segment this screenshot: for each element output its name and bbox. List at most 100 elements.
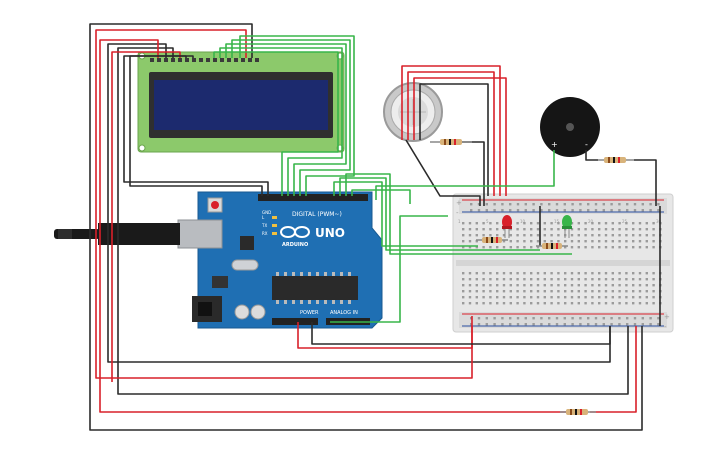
breadboard-hole [591, 222, 594, 225]
breadboard-hole [611, 228, 614, 231]
wire-red [407, 71, 495, 196]
breadboard-hole [625, 278, 628, 281]
breadboard-hole [598, 290, 601, 293]
breadboard-hole [584, 240, 587, 243]
breadboard-hole [550, 222, 553, 225]
breadboard-hole [475, 272, 478, 275]
breadboard-hole [523, 296, 526, 299]
breadboard-hole [468, 278, 472, 281]
breadboard-hole [475, 222, 478, 225]
breadboard-hole [475, 290, 478, 293]
breadboard-hole [598, 246, 601, 249]
breadboard-hole [625, 290, 628, 293]
breadboard-hole [502, 302, 506, 305]
breadboard-hole [564, 284, 567, 287]
rail-hole [626, 323, 629, 326]
breadboard-hole [638, 228, 642, 231]
breadboard-hole [482, 234, 485, 237]
resistor-sensor[interactable] [430, 139, 472, 145]
wire-green [330, 215, 448, 323]
column-number: 20 [588, 219, 594, 224]
column-number: 10 [520, 219, 526, 224]
breadboard-hole [489, 228, 492, 231]
gas-sensor[interactable] [383, 82, 443, 142]
breadboard-hole [468, 240, 472, 243]
rail-hole [501, 317, 504, 320]
resistor-buzzer[interactable] [598, 157, 634, 163]
breadboard[interactable]: + - + - 1 5 10 15 20 25 30 [452, 193, 674, 333]
arduino-uno-board[interactable]: DIGITAL (PWM~) POWER ANALOG IN AREF GND … [177, 186, 383, 329]
rail-hole [509, 323, 512, 326]
rail-hole [626, 317, 629, 320]
breadboard-hole [577, 296, 580, 299]
breadboard-hole [489, 302, 492, 305]
piezo-buzzer[interactable]: + - [540, 97, 600, 157]
breadboard-hole [625, 296, 628, 299]
breadboard-hole [550, 228, 553, 231]
usb-cable[interactable] [54, 223, 180, 245]
breadboard-hole [584, 296, 587, 299]
breadboard-hole [489, 290, 492, 293]
breadboard-hole [496, 246, 499, 249]
breadboard-hole [598, 228, 601, 231]
breadboard-hole [604, 228, 608, 231]
breadboard-hole [468, 234, 472, 237]
breadboard-hole [516, 246, 519, 249]
rail-hole [509, 209, 512, 212]
led-label-l: L [262, 215, 265, 220]
breadboard-hole [530, 272, 533, 275]
rail-hole [555, 317, 559, 320]
breadboard-hole [591, 240, 594, 243]
rail-hole [493, 317, 496, 320]
rail-hole [501, 323, 504, 326]
rail-hole [516, 209, 520, 212]
lcd-module[interactable] [137, 51, 345, 153]
breadboard-hole [598, 284, 601, 287]
wire-black [405, 139, 481, 206]
breadboard-hole [496, 284, 499, 287]
breadboard-hole [550, 240, 553, 243]
rail-hole [477, 209, 481, 212]
breadboard-hole [536, 284, 540, 287]
resistor-bottom[interactable] [560, 409, 596, 415]
breadboard-hole [530, 302, 533, 305]
breadboard-hole [523, 222, 526, 225]
breadboard-hole [598, 240, 601, 243]
breadboard-hole [604, 296, 608, 299]
rail-hole [477, 203, 481, 206]
green-led[interactable] [562, 215, 572, 238]
rail-hole [602, 323, 605, 326]
breadboard-hole [584, 222, 587, 225]
breadboard-hole [496, 296, 499, 299]
breadboard-hole [618, 284, 621, 287]
breadboard-hole [584, 228, 587, 231]
breadboard-hole [591, 302, 594, 305]
breadboard-hole [604, 234, 608, 237]
breadboard-hole [604, 246, 608, 249]
rail-hole [493, 323, 496, 326]
breadboard-hole [462, 246, 465, 249]
breadboard-hole [564, 246, 567, 249]
rail-hole [579, 209, 582, 212]
breadboard-hole [550, 302, 553, 305]
rail-hole [579, 323, 582, 326]
breadboard-hole [611, 272, 614, 275]
breadboard-hole [557, 290, 560, 293]
breadboard-hole [564, 290, 567, 293]
breadboard-hole [632, 234, 635, 237]
resistor-red-led[interactable] [476, 237, 508, 243]
rail-hole [509, 203, 512, 206]
breadboard-hole [618, 246, 621, 249]
rail-hole [548, 323, 551, 326]
breadboard-hole [462, 296, 465, 299]
breadboard-hole [482, 228, 485, 231]
breadboard-hole [502, 228, 506, 231]
red-led[interactable] [502, 215, 512, 238]
resistor-green-led[interactable] [536, 243, 568, 249]
breadboard-hole [536, 246, 540, 249]
rail-hole [579, 317, 582, 320]
breadboard-hole [536, 290, 540, 293]
breadboard-hole [482, 284, 485, 287]
breadboard-hole [557, 296, 560, 299]
